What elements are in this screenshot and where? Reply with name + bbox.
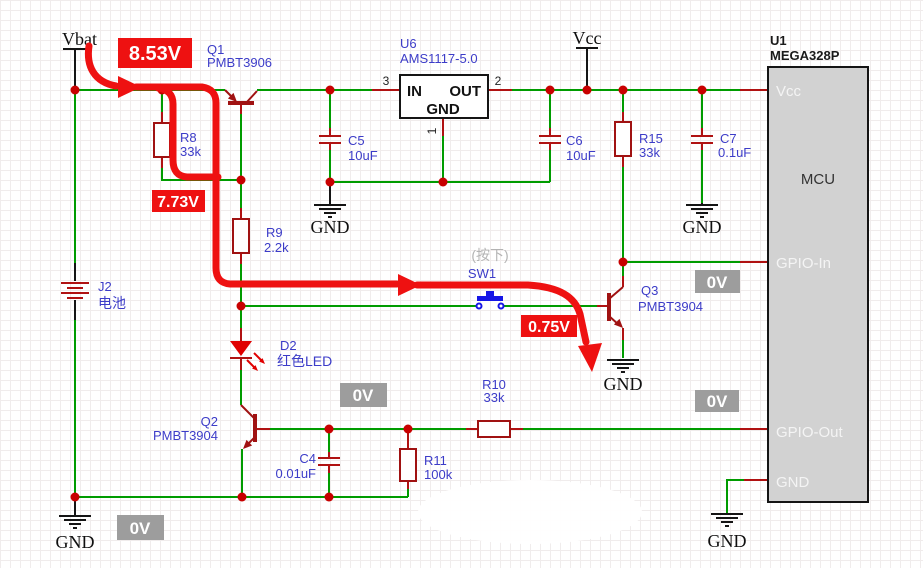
current-arrow-down bbox=[578, 343, 602, 372]
q3-part: PMBT3904 bbox=[638, 299, 703, 314]
wires bbox=[74, 48, 768, 514]
capacitor-c4: C4 0.01uF bbox=[276, 451, 340, 481]
u6-ref: U6 bbox=[400, 36, 417, 51]
q1-ref: Q1 bbox=[207, 42, 224, 57]
gnd-symbol-under-c5: GND bbox=[311, 184, 350, 237]
transistor-q3: Q3 PMBT3904 bbox=[607, 283, 703, 328]
j2-ref: J2 bbox=[98, 279, 112, 294]
c6-value: 10uF bbox=[566, 148, 596, 163]
gnd-label: GND bbox=[604, 374, 643, 394]
q2-ref: Q2 bbox=[201, 414, 218, 429]
resistor-r8: R8 33k bbox=[153, 122, 201, 159]
c7-value: 0.1uF bbox=[718, 145, 751, 160]
sw1-ref: SW1 bbox=[468, 266, 496, 281]
u1-ref: U1 bbox=[770, 33, 787, 48]
r10-ref: R10 bbox=[482, 377, 506, 392]
q3-ref: Q3 bbox=[641, 283, 658, 298]
u1-pin-vcc: Vcc bbox=[776, 83, 802, 100]
u1-pin-gpio-in: GPIO-In bbox=[776, 255, 831, 272]
zero-volt-gpio-out: 0V bbox=[707, 392, 728, 411]
d2-ref: D2 bbox=[280, 338, 297, 353]
gnd-symbol-under-q3: GND bbox=[604, 359, 643, 394]
r11-value: 100k bbox=[424, 467, 453, 482]
current-arrow-right-1 bbox=[118, 76, 141, 98]
zero-volt-gnd-rail: 0V bbox=[130, 519, 151, 538]
c5-value: 10uF bbox=[348, 148, 378, 163]
mcu-u1: U1 MEGA328P Vcc MCU GPIO-In GPIO-Out GND bbox=[767, 33, 869, 503]
zero-volt-gpio-in: 0V bbox=[707, 273, 728, 292]
u6-pin-gnd: GND bbox=[426, 101, 460, 118]
current-arrow-right-2 bbox=[398, 274, 421, 296]
q2-part: PMBT3904 bbox=[153, 428, 218, 443]
r9-value: 2.2k bbox=[264, 240, 289, 255]
battery-j2: J2 电池 bbox=[61, 263, 126, 320]
u6-pin-in: IN bbox=[407, 83, 422, 100]
u1-pin-gnd: GND bbox=[776, 474, 810, 491]
vcc-label: Vcc bbox=[573, 28, 602, 48]
gnd-label: GND bbox=[683, 217, 722, 237]
c4-value: 0.01uF bbox=[276, 466, 317, 481]
zero-volt-q2-base: 0V bbox=[353, 386, 374, 405]
vcc-flag: Vcc bbox=[573, 28, 602, 49]
regulator-u6: IN OUT GND 3 2 1 U6 AMS1117-5.0 bbox=[383, 36, 502, 134]
r10-value: 33k bbox=[484, 390, 505, 405]
resistor-r15: R15 33k bbox=[614, 121, 663, 160]
u6-pin-number-3: 3 bbox=[383, 74, 390, 88]
resistor-r10: R10 33k bbox=[477, 377, 511, 438]
u1-mcu-label: MCU bbox=[801, 171, 835, 188]
voltage-vbat-rail: 8.53V bbox=[129, 43, 182, 65]
voltage-q3-base: 0.75V bbox=[528, 319, 570, 336]
transistor-q1: Q1 PMBT3906 bbox=[207, 42, 272, 105]
d2-value: 红色LED bbox=[277, 353, 332, 369]
gnd-label: GND bbox=[311, 217, 350, 237]
gnd-symbol-under-mcu: GND bbox=[708, 513, 747, 551]
u6-part: AMS1117-5.0 bbox=[400, 51, 478, 66]
gnd-label: GND bbox=[708, 531, 747, 551]
c6-ref: C6 bbox=[566, 133, 583, 148]
r9-ref: R9 bbox=[266, 225, 283, 240]
r15-value: 33k bbox=[639, 145, 660, 160]
transistor-q2: Q2 PMBT3904 bbox=[153, 404, 257, 449]
gnd-symbol-under-c7: GND bbox=[683, 203, 722, 237]
voltage-q1-base: 7.73V bbox=[157, 194, 199, 211]
gnd-symbol-bottom-left: GND bbox=[56, 497, 95, 552]
led-d2: D2 红色LED bbox=[230, 338, 332, 371]
gnd-label: GND bbox=[56, 532, 95, 552]
c4-ref: C4 bbox=[299, 451, 316, 466]
sw1-state-note: (按下) bbox=[471, 247, 508, 263]
capacitor-c7: C7 0.1uF bbox=[691, 131, 751, 160]
voltage-callouts: 8.53V 7.73V 0.75V bbox=[118, 38, 577, 337]
u6-pin-number-1: 1 bbox=[425, 127, 439, 134]
white-blob bbox=[418, 480, 642, 544]
resistor-r9: R9 2.2k bbox=[232, 218, 289, 255]
u1-pin-gpio-out: GPIO-Out bbox=[776, 424, 844, 441]
r15-ref: R15 bbox=[639, 131, 663, 146]
q1-part: PMBT3906 bbox=[207, 55, 272, 70]
r8-ref: R8 bbox=[180, 130, 197, 145]
resistor-r11: R11 100k bbox=[399, 448, 453, 482]
u6-pin-number-2: 2 bbox=[495, 74, 502, 88]
current-path-annotation bbox=[84, 42, 602, 372]
c7-ref: C7 bbox=[720, 131, 737, 146]
u1-part: MEGA328P bbox=[770, 48, 840, 63]
junction-dots bbox=[70, 85, 707, 502]
j2-value: 电池 bbox=[98, 295, 126, 311]
u6-pin-out: OUT bbox=[449, 83, 481, 100]
r8-value: 33k bbox=[180, 144, 201, 159]
c5-ref: C5 bbox=[348, 133, 365, 148]
r11-ref: R11 bbox=[424, 453, 447, 468]
capacitor-c5: C5 10uF bbox=[319, 133, 378, 163]
switch-sw1: (按下) SW1 bbox=[468, 247, 509, 310]
capacitor-c6: C6 10uF bbox=[539, 133, 596, 163]
zero-volt-badges: 0V 0V 0V 0V bbox=[117, 270, 740, 540]
